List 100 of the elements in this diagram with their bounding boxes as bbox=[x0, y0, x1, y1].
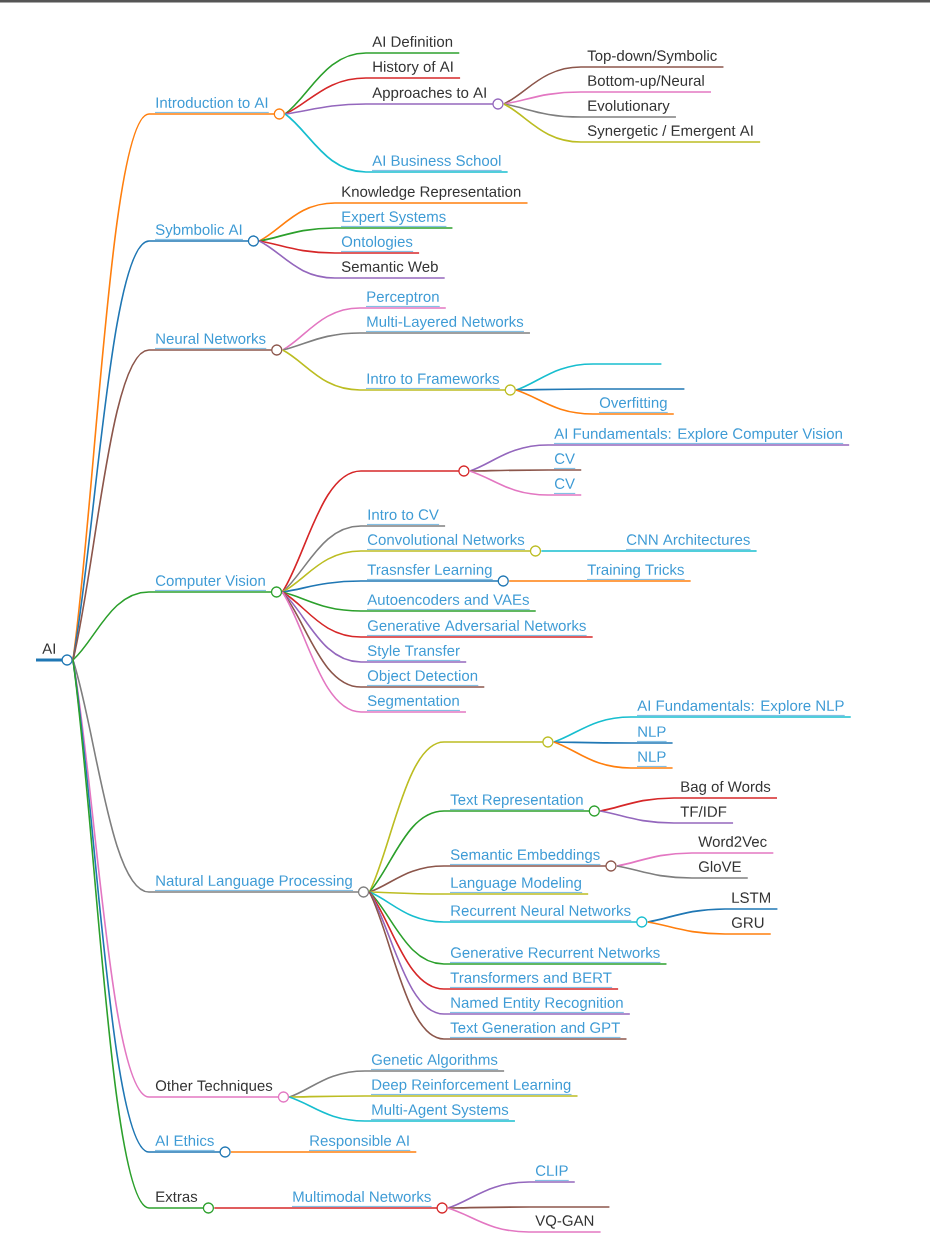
branch-line bbox=[284, 77, 367, 115]
topic-label: Approaches to AI bbox=[365, 86, 495, 105]
topic-link: Named Entity Recognition bbox=[443, 996, 631, 1015]
branch-line bbox=[368, 741, 445, 893]
branch-line bbox=[368, 891, 445, 1040]
topic-label: History of AI bbox=[365, 60, 461, 79]
topic-link: AI Fundamentals: Explore NLP bbox=[630, 699, 852, 718]
topic-link: AI Ethics bbox=[148, 1134, 222, 1153]
branch-line bbox=[508, 580, 582, 582]
branch-line bbox=[288, 1096, 366, 1122]
branch-line bbox=[281, 591, 362, 688]
topic-link: Segmentation bbox=[360, 694, 467, 713]
topic-link: Computer Vision bbox=[148, 574, 273, 593]
branch-line bbox=[281, 591, 362, 638]
branch-line bbox=[469, 469, 549, 472]
branch-line bbox=[258, 240, 336, 279]
topic-link: Generative Adversarial Networks bbox=[360, 619, 594, 638]
branch-line bbox=[281, 525, 362, 593]
branch-line bbox=[503, 66, 582, 105]
branch-line bbox=[72, 659, 150, 893]
topic-link: Responsible AI bbox=[302, 1134, 418, 1153]
topic-link: Language Modeling bbox=[443, 876, 589, 895]
topic-label: LSTM bbox=[724, 892, 779, 910]
branch-line bbox=[213, 1207, 287, 1209]
branch-line bbox=[72, 591, 150, 661]
topic-label: Extras bbox=[148, 1191, 205, 1209]
topic-label: Top-down/Symbolic bbox=[580, 49, 725, 68]
topic-label: Knowledge Representation bbox=[334, 185, 529, 204]
topic-link: Perceptron bbox=[359, 291, 447, 309]
topic-underline bbox=[528, 1206, 611, 1208]
branch-line bbox=[447, 1207, 530, 1233]
topic-link: Training Tricks bbox=[580, 563, 692, 582]
branch-line bbox=[646, 921, 726, 935]
branch-line bbox=[515, 363, 594, 391]
branch-line bbox=[72, 349, 150, 661]
branch-line bbox=[553, 741, 632, 769]
branch-line bbox=[284, 52, 367, 115]
branch-line bbox=[646, 908, 726, 923]
topic-link: NLP bbox=[630, 751, 674, 769]
topic-link: Expert Systems bbox=[334, 211, 454, 229]
branch-line bbox=[258, 202, 336, 242]
topic-link: Sybmbolic AI bbox=[148, 223, 250, 242]
topic-underline bbox=[592, 363, 663, 365]
branch-line bbox=[288, 1070, 366, 1098]
branch-line bbox=[258, 227, 336, 242]
branch-line bbox=[230, 1151, 304, 1153]
topic-link: Transformers and BERT bbox=[443, 971, 619, 990]
branch-line bbox=[616, 865, 693, 879]
topic-link: Style Transfer bbox=[360, 644, 467, 663]
topic-label: GloVE bbox=[691, 860, 749, 879]
topic-link: Recurrent Neural Networks bbox=[443, 904, 639, 923]
branch-line bbox=[281, 591, 362, 713]
branch-line bbox=[258, 240, 336, 254]
topic-link: CNN Architectures bbox=[619, 533, 758, 552]
topic-link: Object Detection bbox=[360, 669, 486, 688]
branch-line bbox=[515, 389, 594, 415]
topic-link: AI Business School bbox=[365, 154, 509, 173]
topic-label: Bottom-up/Neural bbox=[580, 74, 712, 93]
branch-line bbox=[281, 332, 361, 351]
branch-line bbox=[368, 891, 445, 1015]
topic-link: CV bbox=[547, 478, 583, 496]
topic-label: Synergetic / Emergent AI bbox=[580, 124, 761, 143]
branch-line bbox=[288, 1095, 366, 1098]
topic-link: Text Representation bbox=[443, 793, 591, 812]
branch-line bbox=[368, 891, 445, 965]
topic-link: Introduction to AI bbox=[148, 96, 276, 115]
branch-line bbox=[616, 852, 693, 867]
topic-link: Neural Networks bbox=[148, 332, 274, 351]
topic-label: AI bbox=[36, 643, 63, 662]
branch-line bbox=[515, 388, 594, 391]
branch-line bbox=[281, 307, 361, 351]
branch-line bbox=[281, 349, 361, 391]
topic-link: Text Generation and GPT bbox=[443, 1021, 628, 1040]
branch-line bbox=[368, 891, 445, 895]
topic-link: Multimodal Networks bbox=[285, 1190, 439, 1209]
topic-link: Trasnsfer Learning bbox=[360, 563, 500, 582]
branch-line bbox=[503, 91, 582, 105]
topic-link: CLIP bbox=[528, 1165, 576, 1183]
branch-line bbox=[469, 444, 549, 472]
branch-line bbox=[503, 103, 582, 118]
branch-line bbox=[281, 470, 362, 593]
topic-link: Deep Reinforcement Learning bbox=[364, 1078, 579, 1097]
topic-link: NLP bbox=[630, 726, 674, 744]
topic-link: Convolutional Networks bbox=[360, 533, 532, 552]
branch-line bbox=[599, 810, 675, 824]
topic-label: Bag of Words bbox=[673, 780, 778, 799]
branch-line bbox=[368, 891, 445, 923]
branch-line bbox=[447, 1206, 530, 1209]
branch-line bbox=[503, 103, 582, 143]
branch-line bbox=[540, 550, 621, 552]
topic-underline bbox=[592, 388, 686, 390]
topic-link: Autoencoders and VAEs bbox=[360, 593, 537, 612]
branch-line bbox=[368, 810, 445, 893]
topic-link: Overfitting bbox=[592, 396, 675, 415]
topic-label: Other Techniques bbox=[148, 1079, 280, 1098]
topic-link: Intro to CV bbox=[360, 509, 446, 527]
topic-label: TF/IDF bbox=[673, 805, 734, 824]
topic-link: Ontologies bbox=[334, 235, 420, 254]
branch-line bbox=[368, 865, 445, 893]
topic-link: Natural Language Processing bbox=[148, 874, 360, 893]
